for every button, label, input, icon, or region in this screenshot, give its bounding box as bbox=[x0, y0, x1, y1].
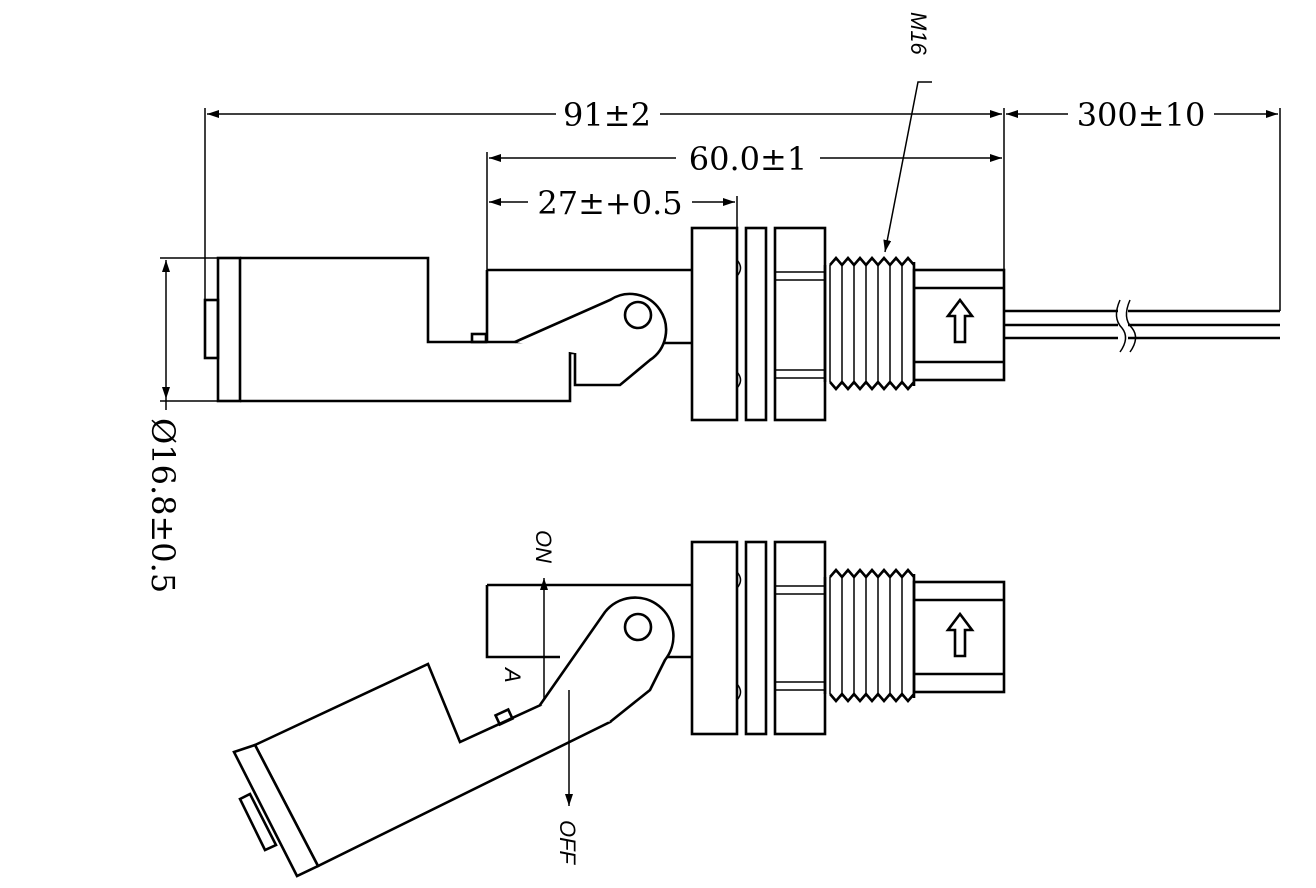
cable bbox=[1004, 299, 1280, 353]
mounting-hardware bbox=[690, 226, 827, 422]
cable-length-label: 300±10 bbox=[1077, 96, 1206, 134]
pivot-arm bbox=[514, 292, 668, 387]
body-length-label: 60.0±1 bbox=[689, 140, 807, 178]
pivot-arm-lower bbox=[538, 596, 675, 724]
angle-marker-label: A bbox=[500, 666, 525, 683]
flow-arrow-icon bbox=[945, 297, 975, 344]
float-travel-label: 27±+0.5 bbox=[537, 184, 682, 222]
float-diameter-label: Ø16.8±0.5 bbox=[144, 418, 182, 593]
off-label: OFF bbox=[555, 820, 580, 866]
thread-section-lower bbox=[823, 568, 916, 703]
on-label: ON bbox=[531, 530, 556, 563]
extension-lines bbox=[160, 108, 1281, 402]
mounting-hardware-lower bbox=[690, 540, 827, 736]
thread-leader bbox=[883, 81, 932, 253]
hex-end-lower bbox=[912, 580, 1006, 694]
flow-arrow-icon-lower bbox=[945, 611, 975, 658]
cable-break-icon bbox=[1115, 299, 1127, 353]
float-body bbox=[203, 256, 599, 403]
bottom-view: ON OFF A bbox=[232, 530, 1006, 878]
stem-housing-lower bbox=[485, 583, 692, 659]
hex-end bbox=[912, 268, 1006, 382]
top-view: 91±2 60.0±1 27±+0.5 300±10 Ø16.8±0.5 M16 bbox=[144, 12, 1281, 593]
dimension-lines bbox=[162, 110, 1278, 410]
overall-length-label: 91±2 bbox=[563, 96, 651, 134]
thread-section bbox=[823, 256, 916, 391]
thread-label: M16 bbox=[906, 12, 931, 56]
